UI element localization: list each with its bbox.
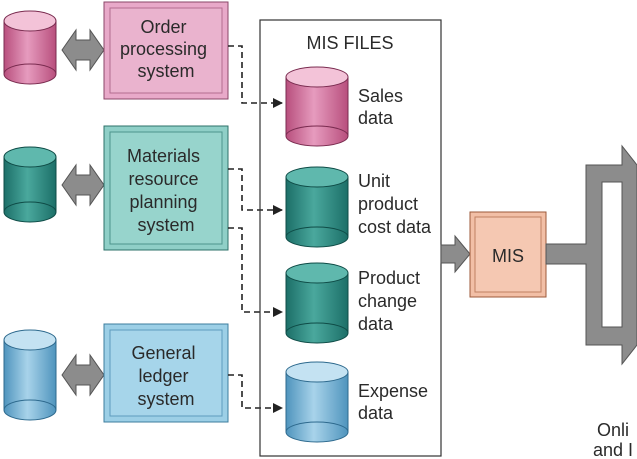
gl-double-arrow-icon bbox=[61, 353, 105, 397]
mrp-double-arrow-icon bbox=[61, 163, 105, 207]
order-source-database-icon bbox=[3, 10, 57, 85]
mrp-source-database-icon bbox=[3, 146, 57, 223]
materials-resource-planning-system-box: Materials resource planning system bbox=[103, 125, 229, 251]
expense-data-label: Expense data bbox=[358, 381, 433, 423]
general-ledger-system-box: General ledger system bbox=[103, 323, 229, 423]
unit-product-cost-data-label: Unit product cost data bbox=[358, 171, 432, 237]
mrp-to-product-change-connector bbox=[228, 227, 283, 317]
mis-output-arrow-icon bbox=[545, 144, 637, 366]
mis-box: MIS bbox=[469, 211, 547, 298]
output-label: Onli and I bbox=[593, 420, 634, 459]
product-change-data-label: Product change data bbox=[358, 268, 425, 334]
mis-files-title: MIS FILES bbox=[306, 33, 393, 53]
product-change-data-database-icon bbox=[285, 262, 349, 344]
mrp-to-unit-cost-connector bbox=[228, 168, 283, 215]
general-ledger-label: General ledger system bbox=[131, 343, 200, 409]
mis-label: MIS bbox=[492, 246, 524, 266]
gl-source-database-icon bbox=[3, 329, 57, 421]
unit-product-cost-data-database-icon bbox=[285, 166, 349, 248]
mis-files-container bbox=[259, 19, 442, 457]
gl-to-expense-connector bbox=[228, 374, 283, 413]
order-to-sales-connector bbox=[228, 45, 283, 108]
order-processing-label: Order processing system bbox=[120, 17, 212, 81]
order-double-arrow-icon bbox=[61, 28, 105, 72]
expense-data-database-icon bbox=[285, 361, 349, 443]
sales-data-label: Sales data bbox=[358, 86, 408, 128]
files-to-mis-arrow-icon bbox=[440, 234, 471, 274]
sales-data-database-icon bbox=[285, 66, 349, 147]
mrp-label: Materials resource planning system bbox=[127, 146, 205, 235]
order-processing-system-box: Order processing system bbox=[103, 1, 229, 100]
